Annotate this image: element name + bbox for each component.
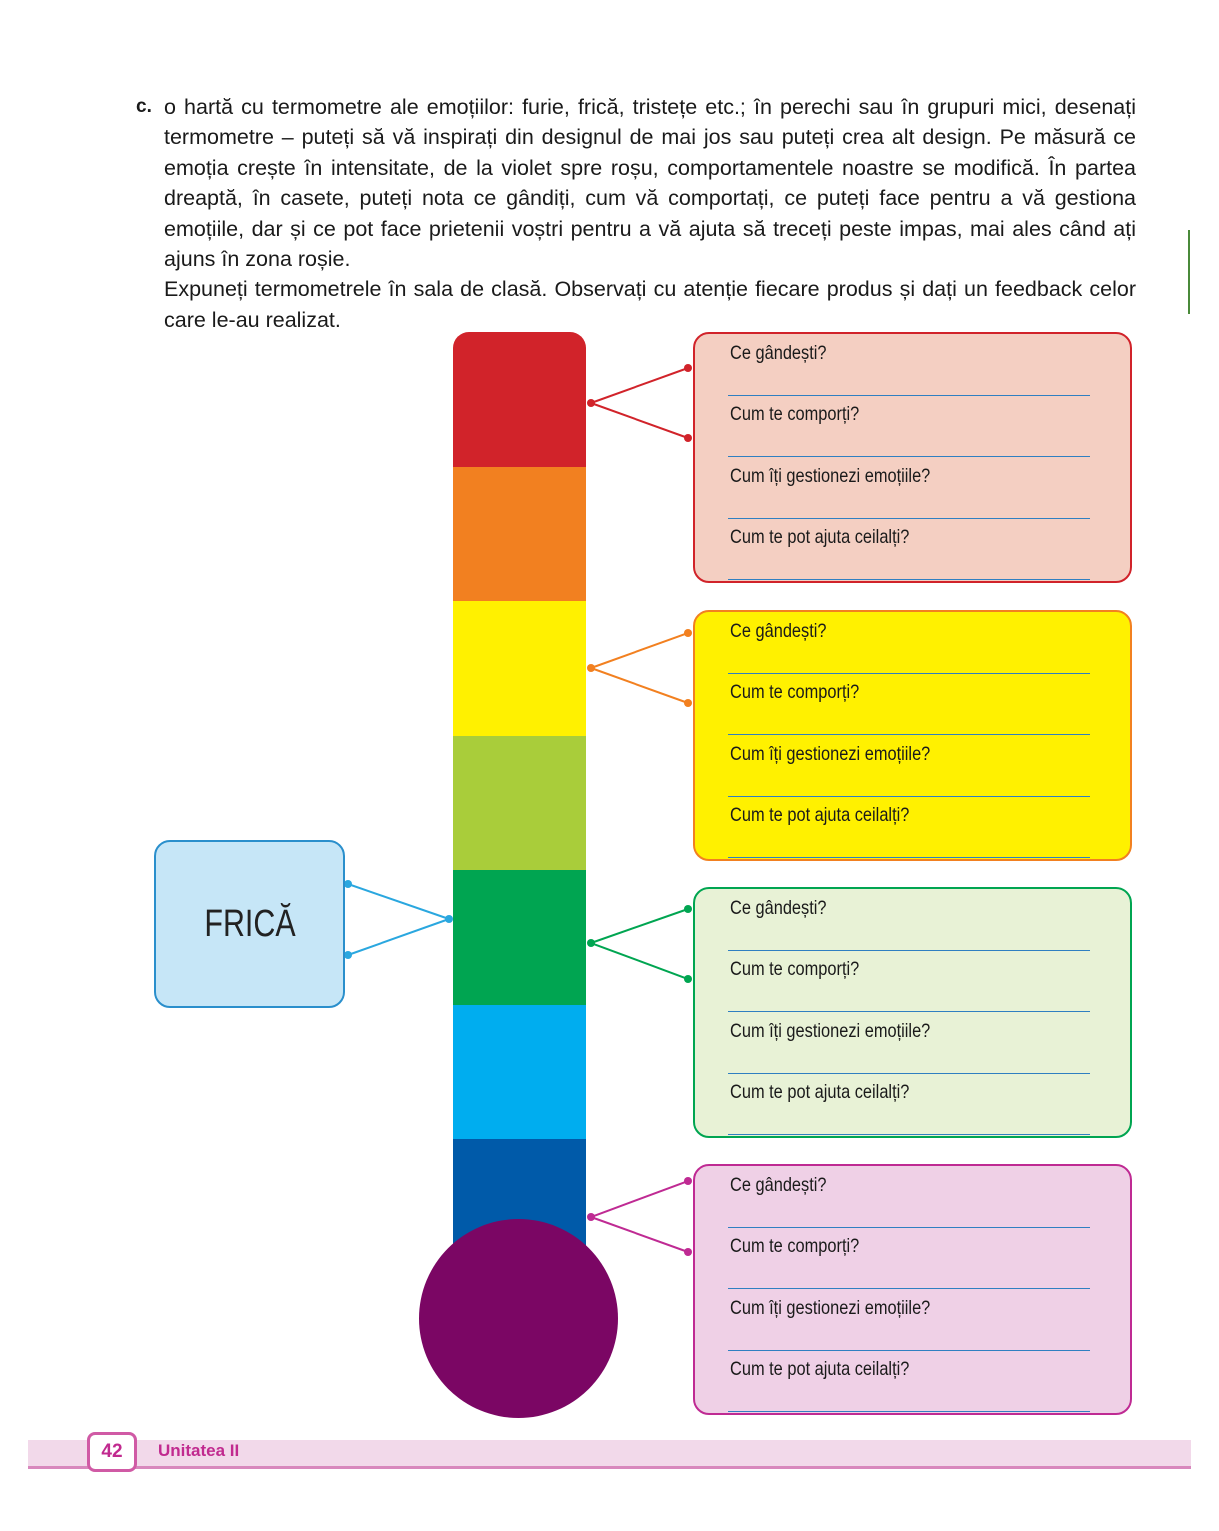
answer-line[interactable]: Cum îți gestionezi emoțiile? — [728, 1289, 1090, 1351]
question-box: Ce gândești? Cum te comporți? Cum îți gest… — [693, 1164, 1132, 1415]
question-label: Cum te pot ajuta ceilalți? — [730, 525, 910, 548]
thermometer-segment — [453, 735, 586, 870]
thermometer-segment — [453, 870, 586, 1005]
margin-rule — [1188, 230, 1190, 314]
footer-band — [28, 1440, 1191, 1469]
connector-box-2 — [587, 629, 692, 707]
thermometer-segment — [453, 1004, 586, 1139]
question-box: Ce gândești? Cum te comporți? Cum îți gest… — [693, 610, 1132, 861]
thermometer-segment — [453, 466, 586, 601]
question-label: Ce gândești? — [730, 342, 827, 364]
question-label: Cum îți gestionezi emoțiile? — [730, 464, 931, 487]
answer-line[interactable]: Cum îți gestionezi emoțiile? — [728, 457, 1090, 519]
connector-emotion — [344, 880, 453, 959]
answer-line[interactable]: Cum te comporți? — [728, 673, 1090, 736]
emotion-label: FRICĂ — [203, 902, 296, 945]
unit-label: Unitatea II — [158, 1441, 240, 1460]
instructions-paragraph-2: Expuneți termometrele în sala de clasă. … — [164, 277, 1136, 332]
question-label: Cum te comporți? — [730, 958, 860, 981]
answer-line[interactable]: Cum te pot ajuta ceilalți? — [728, 796, 1090, 858]
answer-line[interactable]: Cum te comporți? — [728, 395, 1090, 458]
answer-line[interactable]: Ce gândești? — [728, 334, 1090, 396]
page-number: 42 — [87, 1432, 137, 1472]
answer-line[interactable]: Cum te comporți? — [728, 950, 1090, 1013]
connector-box-1 — [587, 364, 692, 442]
connector-box-3 — [587, 905, 692, 983]
instructions-paragraph-1: o hartă cu termometre ale emoțiilor: fur… — [164, 95, 1136, 272]
instructions: c. o hartă cu termometre ale emoțiilor: … — [136, 92, 1136, 335]
question-box: Ce gândești? Cum te comporți? Cum îți gest… — [693, 887, 1132, 1138]
question-label: Cum te pot ajuta ceilalți? — [730, 1080, 910, 1103]
question-label: Ce gândești? — [730, 897, 827, 919]
answer-line[interactable]: Ce gândești? — [728, 1166, 1090, 1228]
answer-line[interactable]: Cum îți gestionezi emoțiile? — [728, 735, 1090, 797]
connector-box-4 — [587, 1177, 692, 1256]
answer-line[interactable]: Cum te pot ajuta ceilalți? — [728, 1073, 1090, 1135]
item-marker: c. — [136, 96, 152, 117]
question-label: Cum te comporți? — [730, 403, 860, 426]
thermometer-segment — [453, 332, 586, 467]
question-label: Cum îți gestionezi emoțiile? — [730, 1019, 931, 1042]
thermometer-bulb — [419, 1219, 618, 1418]
question-label: Cum îți gestionezi emoțiile? — [730, 742, 931, 765]
emotion-box: FRICĂ — [154, 840, 345, 1008]
question-label: Ce gândești? — [730, 1174, 827, 1196]
question-label: Cum te pot ajuta ceilalți? — [730, 803, 910, 826]
answer-line[interactable]: Cum te pot ajuta ceilalți? — [728, 1350, 1090, 1412]
question-label: Cum te pot ajuta ceilalți? — [730, 1357, 910, 1380]
thermometer-segment — [453, 601, 586, 736]
question-label: Cum îți gestionezi emoțiile? — [730, 1296, 931, 1319]
answer-line[interactable]: Ce gândești? — [728, 889, 1090, 951]
answer-line[interactable]: Cum te comporți? — [728, 1227, 1090, 1290]
question-label: Ce gândești? — [730, 620, 827, 642]
answer-line[interactable]: Cum îți gestionezi emoțiile? — [728, 1012, 1090, 1074]
answer-line[interactable]: Ce gândești? — [728, 612, 1090, 674]
answer-line[interactable]: Cum te pot ajuta ceilalți? — [728, 518, 1090, 580]
question-box: Ce gândești? Cum te comporți? Cum îți gest… — [693, 332, 1132, 583]
question-label: Cum te comporți? — [730, 681, 860, 704]
question-label: Cum te comporți? — [730, 1235, 860, 1258]
